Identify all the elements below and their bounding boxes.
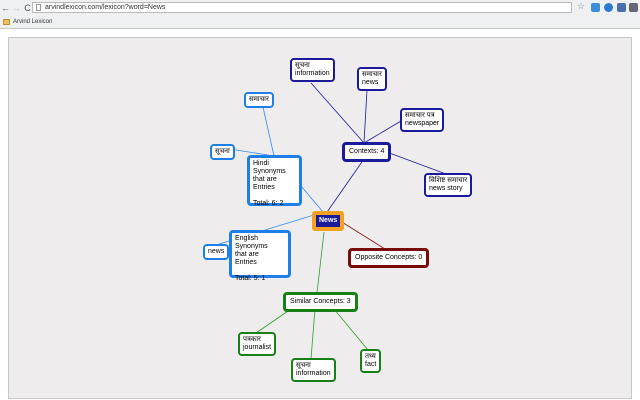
hindi-word: सूचना [295,62,310,69]
edge [333,308,369,351]
edge [316,231,325,294]
page-icon [36,4,41,11]
opposite-concepts-node[interactable]: Opposite Concepts: 0 [348,248,430,268]
english-word: information [295,70,330,77]
english-synonyms-title: English Synonyms that are Entries [235,235,268,266]
forward-icon[interactable]: → [12,2,21,13]
english-word: information [296,370,331,377]
center-word: News [316,215,341,227]
center-node-news[interactable]: News [312,211,345,231]
folder-icon [3,18,10,25]
hindi-word: पत्रकार [243,336,261,343]
hindi-synonym-item[interactable]: समाचार [244,92,274,108]
english-word: journalist [243,344,272,351]
edge [363,89,368,144]
edge [310,82,365,144]
edge [262,106,275,157]
menu-icon[interactable] [629,3,638,12]
url-text: arvindlexicon.com/lexicon?word=News [45,4,166,11]
mind-map-canvas: News Contexts: 4 सूचनाinformation समाचार… [8,37,632,399]
edge [300,185,324,213]
edge [324,158,365,216]
back-icon[interactable]: ← [1,2,10,13]
edge [363,120,402,144]
english-synonym-item[interactable]: news [203,244,230,260]
english-word: newspaper [405,120,440,127]
bookmarks-bar: Arvind Lexicon [0,15,640,29]
english-word: news story [429,185,463,192]
connector-lines [215,82,447,360]
reload-icon[interactable]: C [24,2,31,13]
context-item[interactable]: सूचनाinformation [290,58,335,82]
hindi-synonyms-total: Total: 6: 2 [253,200,284,207]
hindi-word: तथ्य [365,353,376,360]
similar-concepts-node[interactable]: Similar Concepts: 3 [283,292,358,312]
extension-icon[interactable] [604,3,613,12]
bookmark-arvind-lexicon[interactable]: Arvind Lexicon [13,18,53,25]
star-icon[interactable]: ☆ [577,1,586,11]
hindi-word: समाचार पत्र [405,112,435,119]
hindi-word: समाचार [362,71,382,78]
hindi-word: विशिष्ट समाचार [429,177,468,184]
similar-item[interactable]: सूचनाinformation [291,358,336,382]
edge [229,148,275,157]
browser-toolbar: ← → C arvindlexicon.com/lexicon?word=New… [0,0,640,15]
address-bar[interactable]: arvindlexicon.com/lexicon?word=News [32,2,572,13]
contexts-node[interactable]: Contexts: 4 [342,142,392,162]
hindi-synonym-item[interactable]: सूचना [210,144,235,160]
extension-icon[interactable] [591,3,600,12]
english-synonyms-total: Total: 5: 1 [235,275,266,282]
edge [383,150,447,175]
edge [255,308,292,334]
english-word: news [362,79,379,86]
edge [336,218,386,250]
hindi-word: सूचना [296,362,311,369]
extension-icon[interactable] [617,3,626,12]
english-word: fact [365,361,377,368]
edge [310,308,316,360]
hindi-synonyms-title: Hindi Synonyms that are Entries [253,160,286,191]
